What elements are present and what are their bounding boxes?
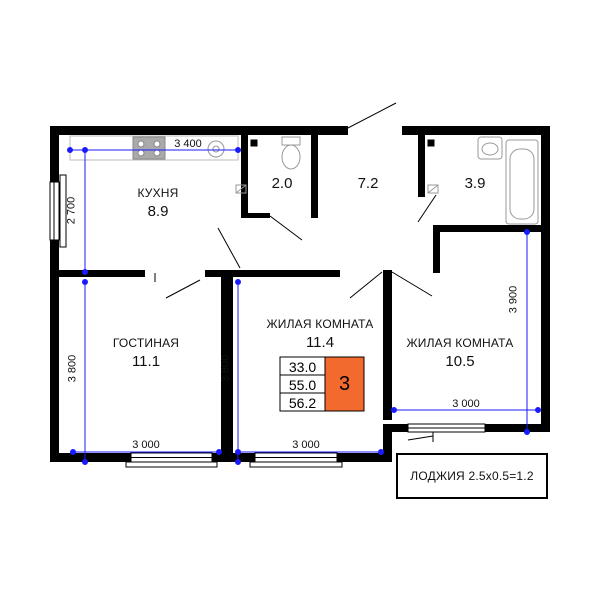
bathroom-fixtures [235, 136, 539, 225]
bedroom2-area: 10.5 [445, 353, 475, 370]
hall-area: 7.2 [357, 175, 379, 192]
rooms-count-badge: 3 [338, 373, 351, 395]
living-name: ГОСТИНАЯ [112, 336, 180, 350]
kitchen-window [49, 174, 67, 248]
dim-living-height: 3 800 [66, 354, 79, 383]
dim-bedroom2-width: 3 000 [452, 398, 480, 410]
doors [154, 102, 437, 442]
bedroom1-name: ЖИЛАЯ КОМНАТА [266, 317, 374, 331]
bedroom2-name: ЖИЛАЯ КОМНАТА [406, 336, 514, 350]
dim-living-width: 3 000 [132, 439, 160, 451]
dim-kitchen-width: 3 400 [174, 138, 202, 150]
dim-bedroom1-width: 3 000 [292, 439, 320, 451]
bedroom1-area: 11.4 [305, 334, 335, 351]
loggia-outline [396, 453, 548, 499]
living-area-total: 33.0 [288, 359, 317, 375]
kitchen-name: КУХНЯ [137, 186, 179, 200]
bottom-windows [125, 423, 486, 468]
dim-kitchen-height: 2 700 [65, 196, 78, 225]
dim-bedroom1-height: 3 800 [219, 354, 232, 383]
bath2-area: 3.9 [464, 175, 486, 192]
bathroom-area: 2.0 [271, 175, 293, 192]
loggia-label: ЛОДЖИЯ 2.5х0.5=1.2 [410, 469, 534, 483]
kitchen-area: 8.9 [147, 203, 169, 220]
kitchen-fixtures [69, 135, 239, 161]
total-area: 55.0 [288, 377, 317, 393]
summary-table [279, 356, 365, 412]
dim-bedroom2-height: 3 900 [507, 285, 520, 314]
walls [50, 126, 550, 462]
dimension-lines [67, 147, 541, 465]
living-area: 11.1 [131, 353, 161, 370]
total-area-with-loggia: 56.2 [288, 395, 317, 411]
